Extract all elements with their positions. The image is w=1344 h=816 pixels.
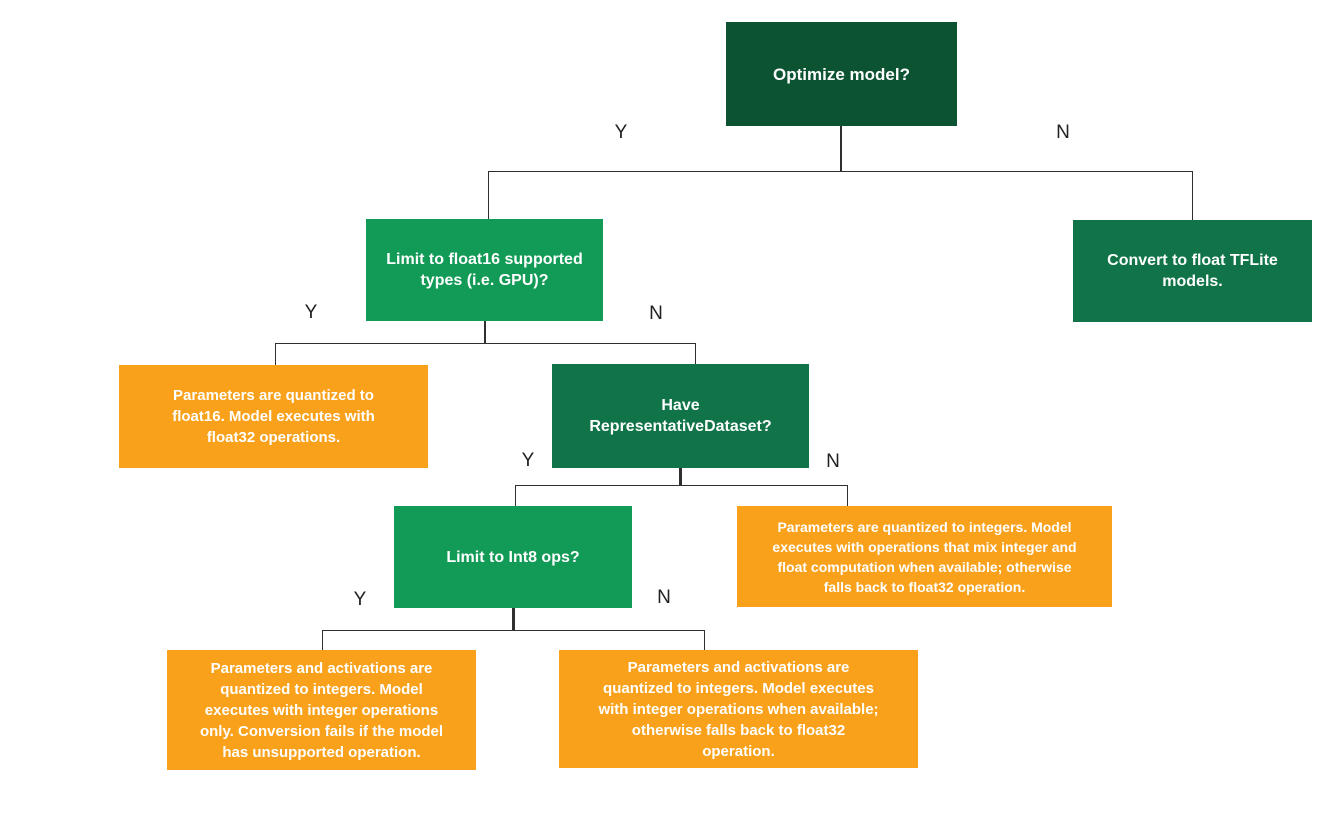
connector-float16-no-drop — [695, 343, 696, 364]
connector-float16-yes-drop — [275, 343, 276, 365]
connector-float16-stem — [484, 321, 486, 344]
node-limit-float16: Limit to float16 supported types (i.e. G… — [366, 219, 603, 321]
connector-optimize-horizontal — [488, 171, 1193, 172]
connector-float16-horizontal — [275, 343, 696, 344]
edge-label-int8-no: N — [657, 587, 671, 608]
node-optimize-model: Optimize model? — [726, 22, 957, 126]
edge-label-optimize-yes: Y — [614, 122, 628, 143]
connector-repdataset-no-drop — [847, 485, 848, 506]
connector-optimize-stem — [840, 126, 842, 171]
node-integer-only-result: Parameters and activations are quantized… — [167, 650, 476, 770]
connector-int8-stem — [512, 608, 515, 631]
edge-label-repdataset-yes: Y — [521, 450, 535, 471]
connector-repdataset-horizontal — [515, 485, 848, 486]
edge-label-int8-yes: Y — [353, 589, 367, 610]
node-float16-result: Parameters are quantized to float16. Mod… — [119, 365, 428, 468]
edge-label-float16-no: N — [649, 303, 663, 324]
edge-label-float16-yes: Y — [304, 302, 318, 323]
connector-repdataset-yes-drop — [515, 485, 516, 506]
edge-label-optimize-no: N — [1056, 122, 1070, 143]
node-limit-int8-ops: Limit to Int8 ops? — [394, 506, 632, 608]
node-integer-fallback-result: Parameters and activations are quantized… — [559, 650, 918, 768]
connector-optimize-yes-drop — [488, 171, 489, 219]
edge-label-repdataset-no: N — [826, 451, 840, 472]
node-mixed-int-float-result: Parameters are quantized to integers. Mo… — [737, 506, 1112, 607]
node-convert-float-tflite: Convert to float TFLite models. — [1073, 220, 1312, 322]
connector-int8-yes-drop — [322, 630, 323, 650]
connector-int8-no-drop — [704, 630, 705, 650]
connector-int8-horizontal — [322, 630, 705, 631]
connector-optimize-no-drop — [1192, 171, 1193, 220]
connector-repdataset-stem — [679, 468, 682, 486]
node-have-representative-dataset: Have RepresentativeDataset? — [552, 364, 809, 468]
